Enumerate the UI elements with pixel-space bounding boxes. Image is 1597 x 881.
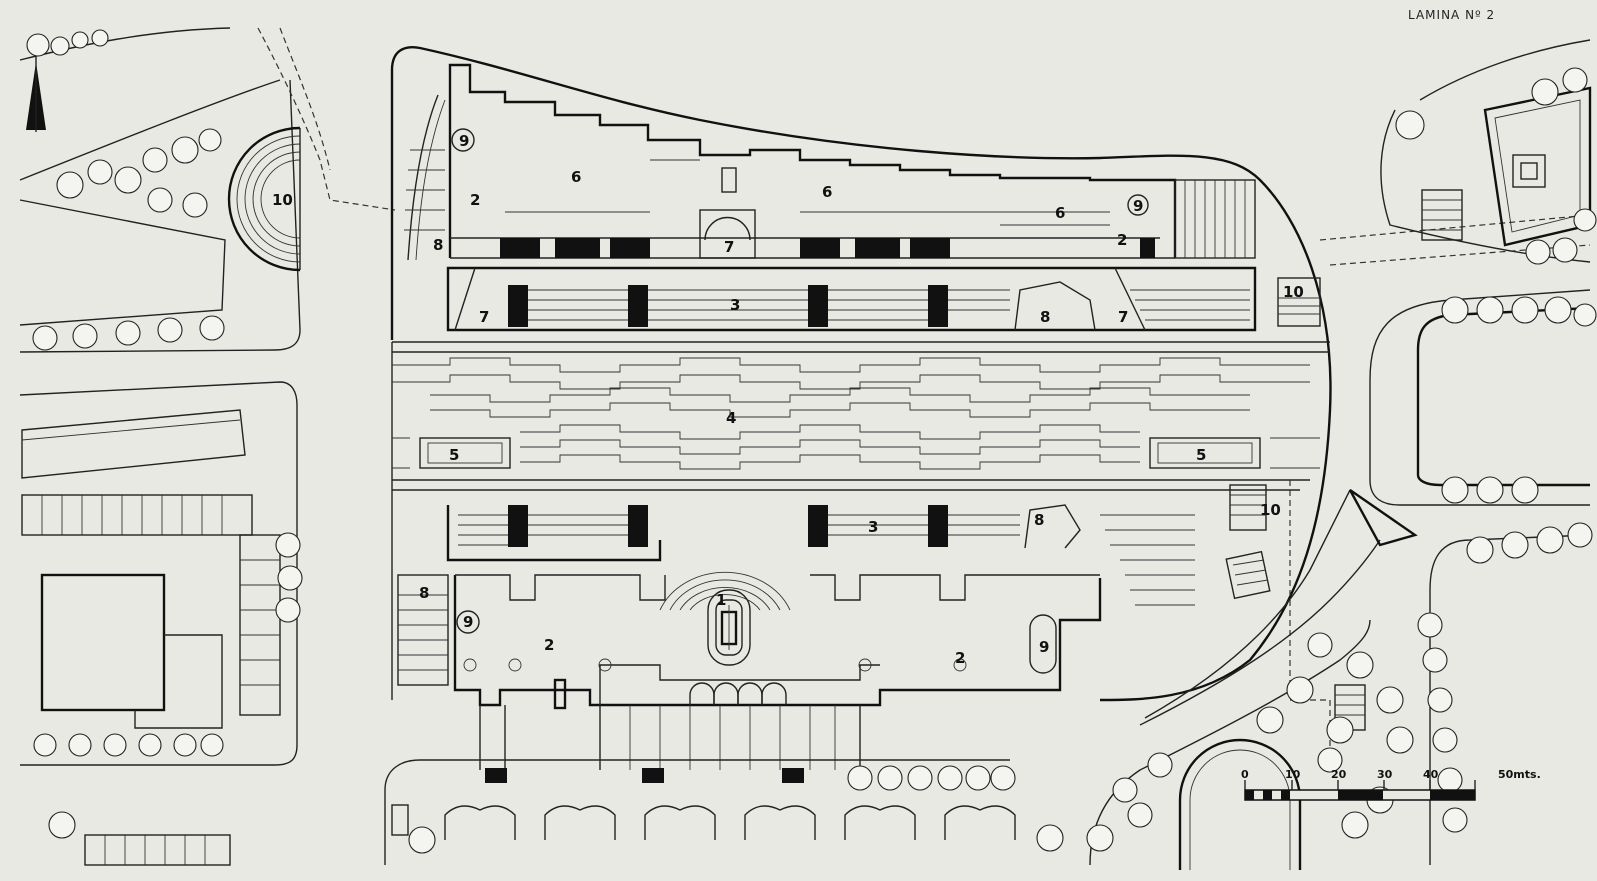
label-10: 10 (272, 191, 293, 209)
scale-unit-label: 50mts. (1498, 768, 1541, 781)
label-2: 2 (544, 636, 554, 654)
scale-tick-20: 20 (1331, 768, 1347, 781)
label-1: 1 (716, 591, 726, 609)
label-9: 9 (1133, 197, 1143, 215)
label-8: 8 (1040, 308, 1050, 326)
scale-tick-30: 30 (1377, 768, 1393, 781)
north-terrace-seating (446, 266, 1257, 332)
label-7: 7 (479, 308, 489, 326)
north-arrow-icon (26, 55, 46, 132)
label-7: 7 (1118, 308, 1128, 326)
label-6: 6 (571, 168, 581, 186)
south-west-stair (397, 574, 449, 686)
label-6: 6 (1055, 204, 1065, 222)
trees-west (26, 29, 303, 839)
scale-tick-40: 40 (1423, 768, 1439, 781)
label-2: 2 (470, 191, 480, 209)
label-8: 8 (419, 584, 429, 602)
label-9: 9 (459, 132, 469, 150)
trees-east (1256, 67, 1597, 839)
label-7: 7 (724, 238, 734, 256)
south-terrace-seating (446, 504, 1195, 611)
label-10: 10 (1260, 501, 1281, 519)
scale-bar: 0 10 20 30 40 50mts. (1241, 768, 1541, 801)
north-building (404, 63, 1256, 261)
amphitheatre-west (227, 126, 301, 272)
label-2: 2 (1117, 231, 1127, 249)
central-plaza (392, 357, 1320, 470)
label-4: 4 (726, 409, 736, 427)
label-6: 6 (822, 183, 832, 201)
label-8: 8 (1034, 511, 1044, 529)
scale-tick-10: 10 (1285, 768, 1301, 781)
plan-labels: 10 9 2 6 6 6 9 2 8 7 7 3 8 7 10 4 5 5 3 … (272, 132, 1304, 667)
central-site-outline (390, 46, 1332, 702)
west-buildings (21, 409, 281, 866)
label-10: 10 (1283, 283, 1304, 301)
label-9: 9 (1039, 638, 1049, 656)
label-5: 5 (449, 446, 459, 464)
label-2: 2 (955, 649, 965, 667)
label-8: 8 (433, 236, 443, 254)
south-roads (384, 619, 1371, 870)
east-stairs (1225, 277, 1366, 731)
east-ramp (1139, 489, 1418, 726)
label-3: 3 (868, 518, 878, 536)
scale-tick-0: 0 (1241, 768, 1249, 781)
sheet-title: LAMINA Nº 2 (1408, 8, 1495, 22)
label-5: 5 (1196, 446, 1206, 464)
label-3: 3 (730, 296, 740, 314)
south-building (453, 574, 1102, 783)
label-9: 9 (463, 613, 473, 631)
